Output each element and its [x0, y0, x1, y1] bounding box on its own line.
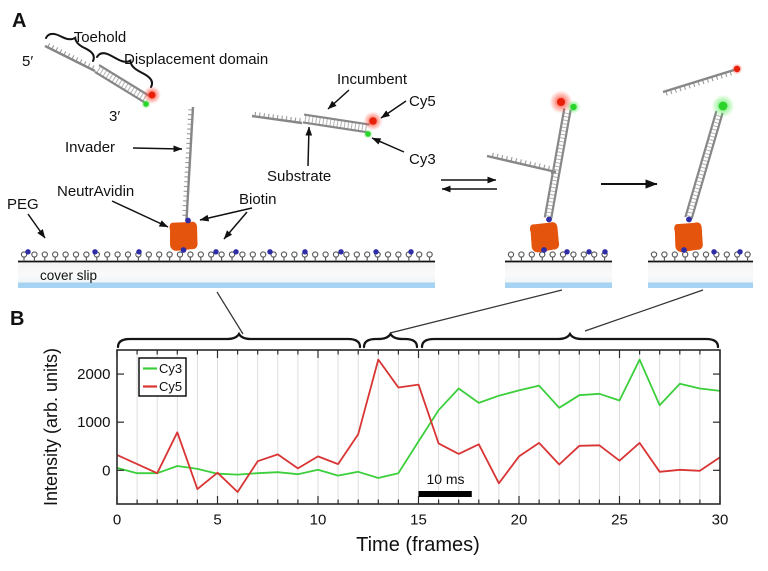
single-strand: [486, 152, 557, 174]
label-toehold: Toehold: [74, 29, 127, 46]
x-axis-label: Time (frames): [356, 534, 480, 556]
x-tick-label: 10: [310, 512, 327, 529]
x-tick-label: 20: [511, 512, 528, 529]
coverslip-right: [648, 251, 753, 288]
x-tick-label: 30: [712, 512, 729, 529]
panel-a-drawing: [18, 32, 753, 349]
y-axis-label: Intensity (arb. units): [41, 348, 61, 506]
legend-label-cy5: Cy5: [159, 379, 182, 394]
cy5-dye-substrate-duplex: [363, 111, 383, 131]
coverslip-main: [18, 251, 435, 288]
double-strand: [94, 64, 151, 104]
y-tick-label: 1000: [77, 414, 110, 431]
x-tick-label: 15: [410, 512, 427, 529]
series-cy5: [116, 358, 721, 493]
single-strand: [251, 111, 303, 125]
chart-series: [116, 358, 721, 493]
axis-ticks: [116, 350, 721, 504]
single-strand: [662, 68, 735, 96]
label-biotin: Biotin: [239, 191, 277, 208]
single-strand: [44, 43, 96, 73]
coverslip-middle: [505, 251, 612, 288]
label-neutravidin: NeutrAvidin: [57, 183, 134, 200]
chart-gridlines: [136, 350, 701, 504]
label-cover-slip: cover slip: [40, 268, 97, 283]
panel-b-letter: B: [10, 308, 24, 330]
single-strand: [182, 106, 195, 221]
neutravidin-block: [673, 221, 705, 253]
cy3-dye-substrate-duplex: [363, 129, 373, 139]
axis-tick-labels: 0 5 10 15 20 25 30 0 1000 2000: [77, 366, 728, 528]
double-strand: [684, 110, 724, 220]
annotation-arrows: [27, 89, 407, 240]
label-five-prime: 5′: [22, 53, 33, 70]
label-invader: Invader: [65, 139, 115, 156]
label-peg: PEG: [7, 196, 39, 213]
cy3-dye-product: [711, 94, 735, 118]
brace: [45, 32, 95, 62]
cy5-dye-released: [731, 63, 743, 75]
biotin-dots: [180, 216, 692, 253]
label-substrate: Substrate: [267, 168, 331, 185]
brace: [96, 52, 154, 89]
biotin-dots-surface: [711, 249, 743, 255]
cy3-dye-fret-complex: [566, 100, 581, 114]
cy3-dye-annotated-duplex: [141, 99, 151, 109]
scale-bar: [418, 491, 472, 498]
equilibrium-arrows-icon: [441, 176, 497, 193]
label-three-prime: 3′: [109, 108, 120, 125]
brace: [420, 331, 720, 349]
brace: [116, 331, 362, 349]
x-tick-label: 5: [213, 512, 221, 529]
scene-to-trace-connectors: [216, 289, 704, 335]
label-displacement-domain: Displacement domain: [124, 51, 268, 68]
double-strand: [302, 113, 370, 134]
x-tick-label: 25: [611, 512, 628, 529]
y-tick-label: 0: [102, 462, 110, 479]
panel-a: A: [7, 10, 753, 349]
panel-a-letter: A: [12, 10, 26, 32]
legend-label-cy3: Cy3: [159, 361, 182, 376]
double-strand: [543, 108, 572, 219]
x-tick-label: 0: [113, 512, 121, 529]
y-tick-label: 2000: [77, 366, 110, 383]
biotin-dots-surface: [564, 249, 608, 255]
neutravidin-block: [168, 220, 199, 252]
label-incumbent: Incumbent: [337, 71, 408, 88]
scale-bar-label: 10 ms: [426, 471, 464, 487]
brace: [362, 331, 419, 349]
label-cy5: Cy5: [409, 93, 436, 110]
label-cy3: Cy3: [409, 151, 436, 168]
biotin-dots-surface: [25, 249, 414, 255]
